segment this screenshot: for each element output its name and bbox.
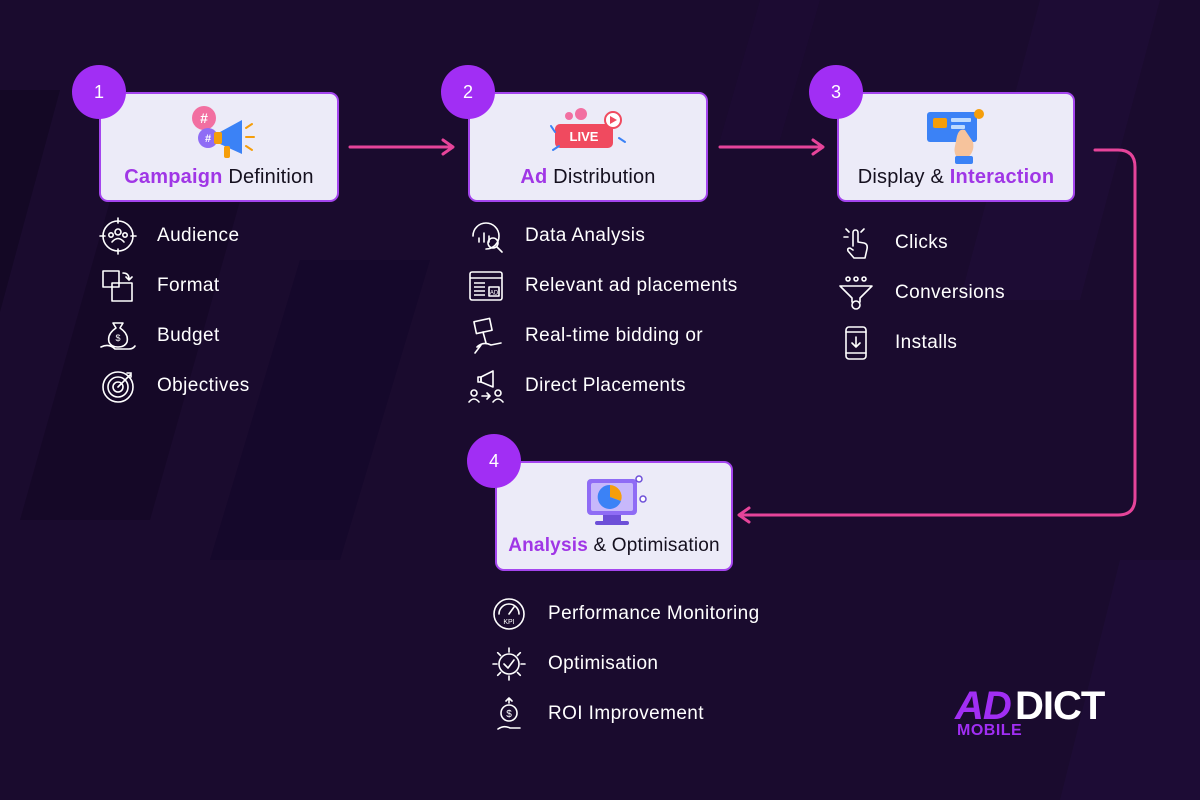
data-analysis-icon <box>472 222 503 253</box>
target-icon <box>102 371 134 403</box>
step-title: Analysis & Optimisation <box>508 535 720 556</box>
step-number-badge: 1 <box>72 65 126 119</box>
feature-label: Relevant ad placements <box>525 275 738 296</box>
arrow-3-to-4 <box>738 148 1137 517</box>
feature-item: $ Budget <box>99 316 220 356</box>
feature-item: Conversions <box>837 273 1005 313</box>
feature-item: Direct Placements <box>467 366 686 406</box>
feature-item: Optimisation <box>490 644 658 684</box>
feature-label: Objectives <box>157 375 250 396</box>
funnel-icon <box>839 276 873 310</box>
live-badge-icon: LIVE <box>550 108 626 151</box>
direct-placement-icon <box>468 370 504 403</box>
step-card-display-interaction: Display & Interaction <box>837 92 1075 202</box>
feature-label: Installs <box>895 332 958 353</box>
feature-label: Audience <box>157 225 240 246</box>
svg-text:LIVE: LIVE <box>570 129 599 144</box>
feature-item: Format <box>99 266 220 306</box>
feature-label: Data Analysis <box>525 225 646 246</box>
step-title: Ad Distribution <box>520 166 656 188</box>
hand-tapping-screen-icon <box>927 109 984 164</box>
feature-item: $ ROI Improvement <box>490 694 704 734</box>
gear-check-icon <box>492 647 526 681</box>
step-title: Campaign Definition <box>124 166 314 188</box>
feature-item: AD Relevant ad placements <box>467 266 738 306</box>
megaphone-hashtag-icon: # # <box>192 106 255 158</box>
svg-text:$: $ <box>506 709 512 720</box>
svg-text:#: # <box>200 110 208 126</box>
install-icon <box>845 326 867 360</box>
feature-label: Budget <box>157 325 220 346</box>
svg-text:#: # <box>205 133 211 145</box>
audience-icon <box>99 217 137 255</box>
feature-item: Objectives <box>99 366 250 406</box>
svg-text:AD: AD <box>490 291 499 297</box>
step-number-badge: 4 <box>467 434 521 488</box>
format-icon <box>102 270 133 302</box>
budget-icon: $ <box>100 322 136 350</box>
feature-label: Performance Monitoring <box>548 603 760 624</box>
step-number-badge: 2 <box>441 65 495 119</box>
feature-item: Installs <box>837 323 957 363</box>
roi-icon: $ <box>497 697 521 730</box>
step-number-badge: 3 <box>809 65 863 119</box>
feature-item: KPI Performance Monitoring <box>490 594 760 634</box>
logo-part-ad: AD <box>955 684 1012 728</box>
feature-label: Real-time bidding or <box>525 325 704 346</box>
step-card-campaign-definition: # # Campaign Definition <box>99 92 339 202</box>
pie-chart-monitor-icon <box>587 475 647 525</box>
feature-label: ROI Improvement <box>548 703 704 724</box>
feature-label: Optimisation <box>548 653 659 674</box>
logo-part-dict: DICT <box>1015 684 1105 728</box>
logo-subtitle: MOBILE <box>957 722 1023 739</box>
step-title: Display & Interaction <box>857 166 1055 188</box>
step-card-ad-distribution: LIVE Ad Distribution <box>468 92 708 202</box>
feature-label: Format <box>157 275 220 296</box>
feature-item: Clicks <box>837 223 948 263</box>
step-card-analysis-optimisation: Analysis & Optimisation <box>495 461 733 571</box>
feature-item: Real-time bidding or <box>467 316 703 356</box>
feature-label: Conversions <box>895 282 1006 303</box>
click-icon <box>843 228 868 259</box>
feature-item: Data Analysis <box>467 216 645 256</box>
feature-item: Audience <box>99 216 239 256</box>
feature-label: Direct Placements <box>525 375 686 396</box>
svg-text:$: $ <box>115 333 120 343</box>
kpi-gauge-icon: KPI <box>493 598 525 630</box>
bidding-icon <box>473 317 502 354</box>
feature-label: Clicks <box>895 232 949 253</box>
svg-text:KPI: KPI <box>503 619 514 626</box>
ad-placement-icon: AD <box>469 271 503 301</box>
addict-mobile-logo: AD DICT MOBILE <box>955 684 1130 742</box>
